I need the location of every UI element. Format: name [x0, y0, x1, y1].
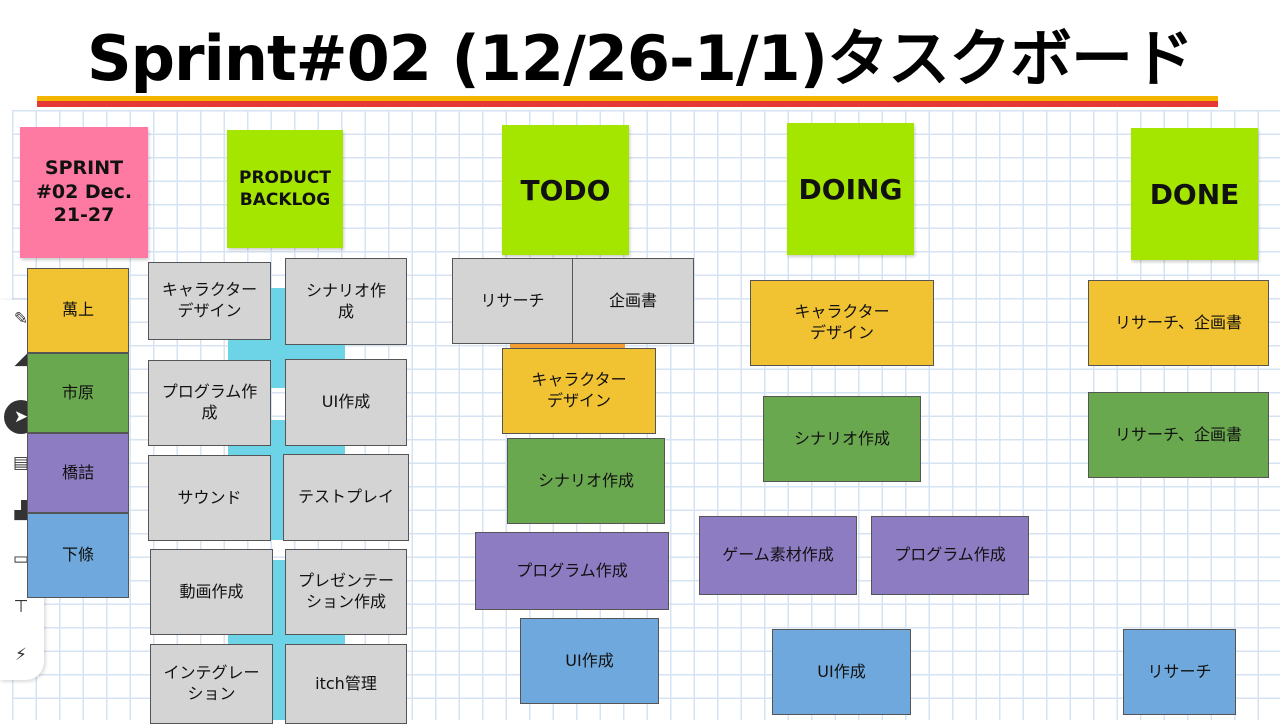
- done-header[interactable]: DONE: [1131, 128, 1258, 260]
- sticky-note-icon[interactable]: ▤: [12, 453, 30, 473]
- title-underline-orange: [37, 96, 1218, 101]
- doing-card[interactable]: キャラクター デザイン: [750, 280, 934, 366]
- doing-card[interactable]: UI作成: [772, 629, 911, 715]
- backlog-card[interactable]: シナリオ作 成: [285, 258, 407, 345]
- todo-card[interactable]: シナリオ作成: [507, 438, 665, 524]
- backlog-card[interactable]: テストプレイ: [283, 454, 409, 541]
- todo-card[interactable]: 企画書: [572, 258, 694, 344]
- eraser-icon[interactable]: ◢: [14, 349, 28, 369]
- backlog-card[interactable]: プログラム作 成: [148, 360, 271, 446]
- backlog-card[interactable]: サウンド: [148, 455, 271, 541]
- todo-card[interactable]: UI作成: [520, 618, 659, 704]
- laser-icon[interactable]: ⚡: [15, 645, 27, 665]
- image-icon[interactable]: ▟: [14, 501, 28, 521]
- doing-card[interactable]: ゲーム素材作成: [699, 516, 857, 595]
- todo-header[interactable]: TODO: [502, 125, 629, 255]
- backlog-card[interactable]: itch管理: [285, 644, 407, 724]
- todo-card[interactable]: プログラム作成: [475, 532, 669, 610]
- backlog-card[interactable]: インテグレー ション: [150, 644, 273, 724]
- sprint-sticky[interactable]: SPRINT #02 Dec. 21-27: [20, 127, 148, 258]
- page-title: Sprint#02 (12/26-1/1)タスクボード: [87, 22, 1194, 95]
- todo-card[interactable]: リサーチ: [452, 258, 573, 344]
- pen-icon[interactable]: ✎: [13, 309, 29, 329]
- done-card[interactable]: リサーチ、企画書: [1088, 280, 1269, 366]
- doing-card[interactable]: プログラム作成: [871, 516, 1029, 595]
- title-underline-red: [37, 101, 1218, 107]
- member-label[interactable]: 下條: [27, 513, 129, 598]
- member-label[interactable]: 橋詰: [27, 433, 129, 513]
- backlog-card[interactable]: UI作成: [285, 359, 407, 446]
- member-label[interactable]: 市原: [27, 353, 129, 433]
- todo-card[interactable]: キャラクター デザイン: [502, 348, 656, 434]
- backlog-header[interactable]: PRODUCT BACKLOG: [227, 130, 343, 248]
- doing-header[interactable]: DOING: [787, 123, 914, 255]
- done-card[interactable]: リサーチ、企画書: [1088, 392, 1269, 478]
- backlog-card[interactable]: キャラクター デザイン: [148, 262, 271, 340]
- backlog-card[interactable]: 動画作成: [150, 549, 273, 635]
- backlog-card[interactable]: プレゼンテー ション作成: [285, 549, 407, 635]
- text-box-icon[interactable]: ⊤: [13, 597, 29, 617]
- shape-icon[interactable]: ▭: [12, 549, 30, 569]
- member-label[interactable]: 萬上: [27, 268, 129, 353]
- done-card[interactable]: リサーチ: [1123, 629, 1236, 715]
- doing-card[interactable]: シナリオ作成: [763, 396, 921, 482]
